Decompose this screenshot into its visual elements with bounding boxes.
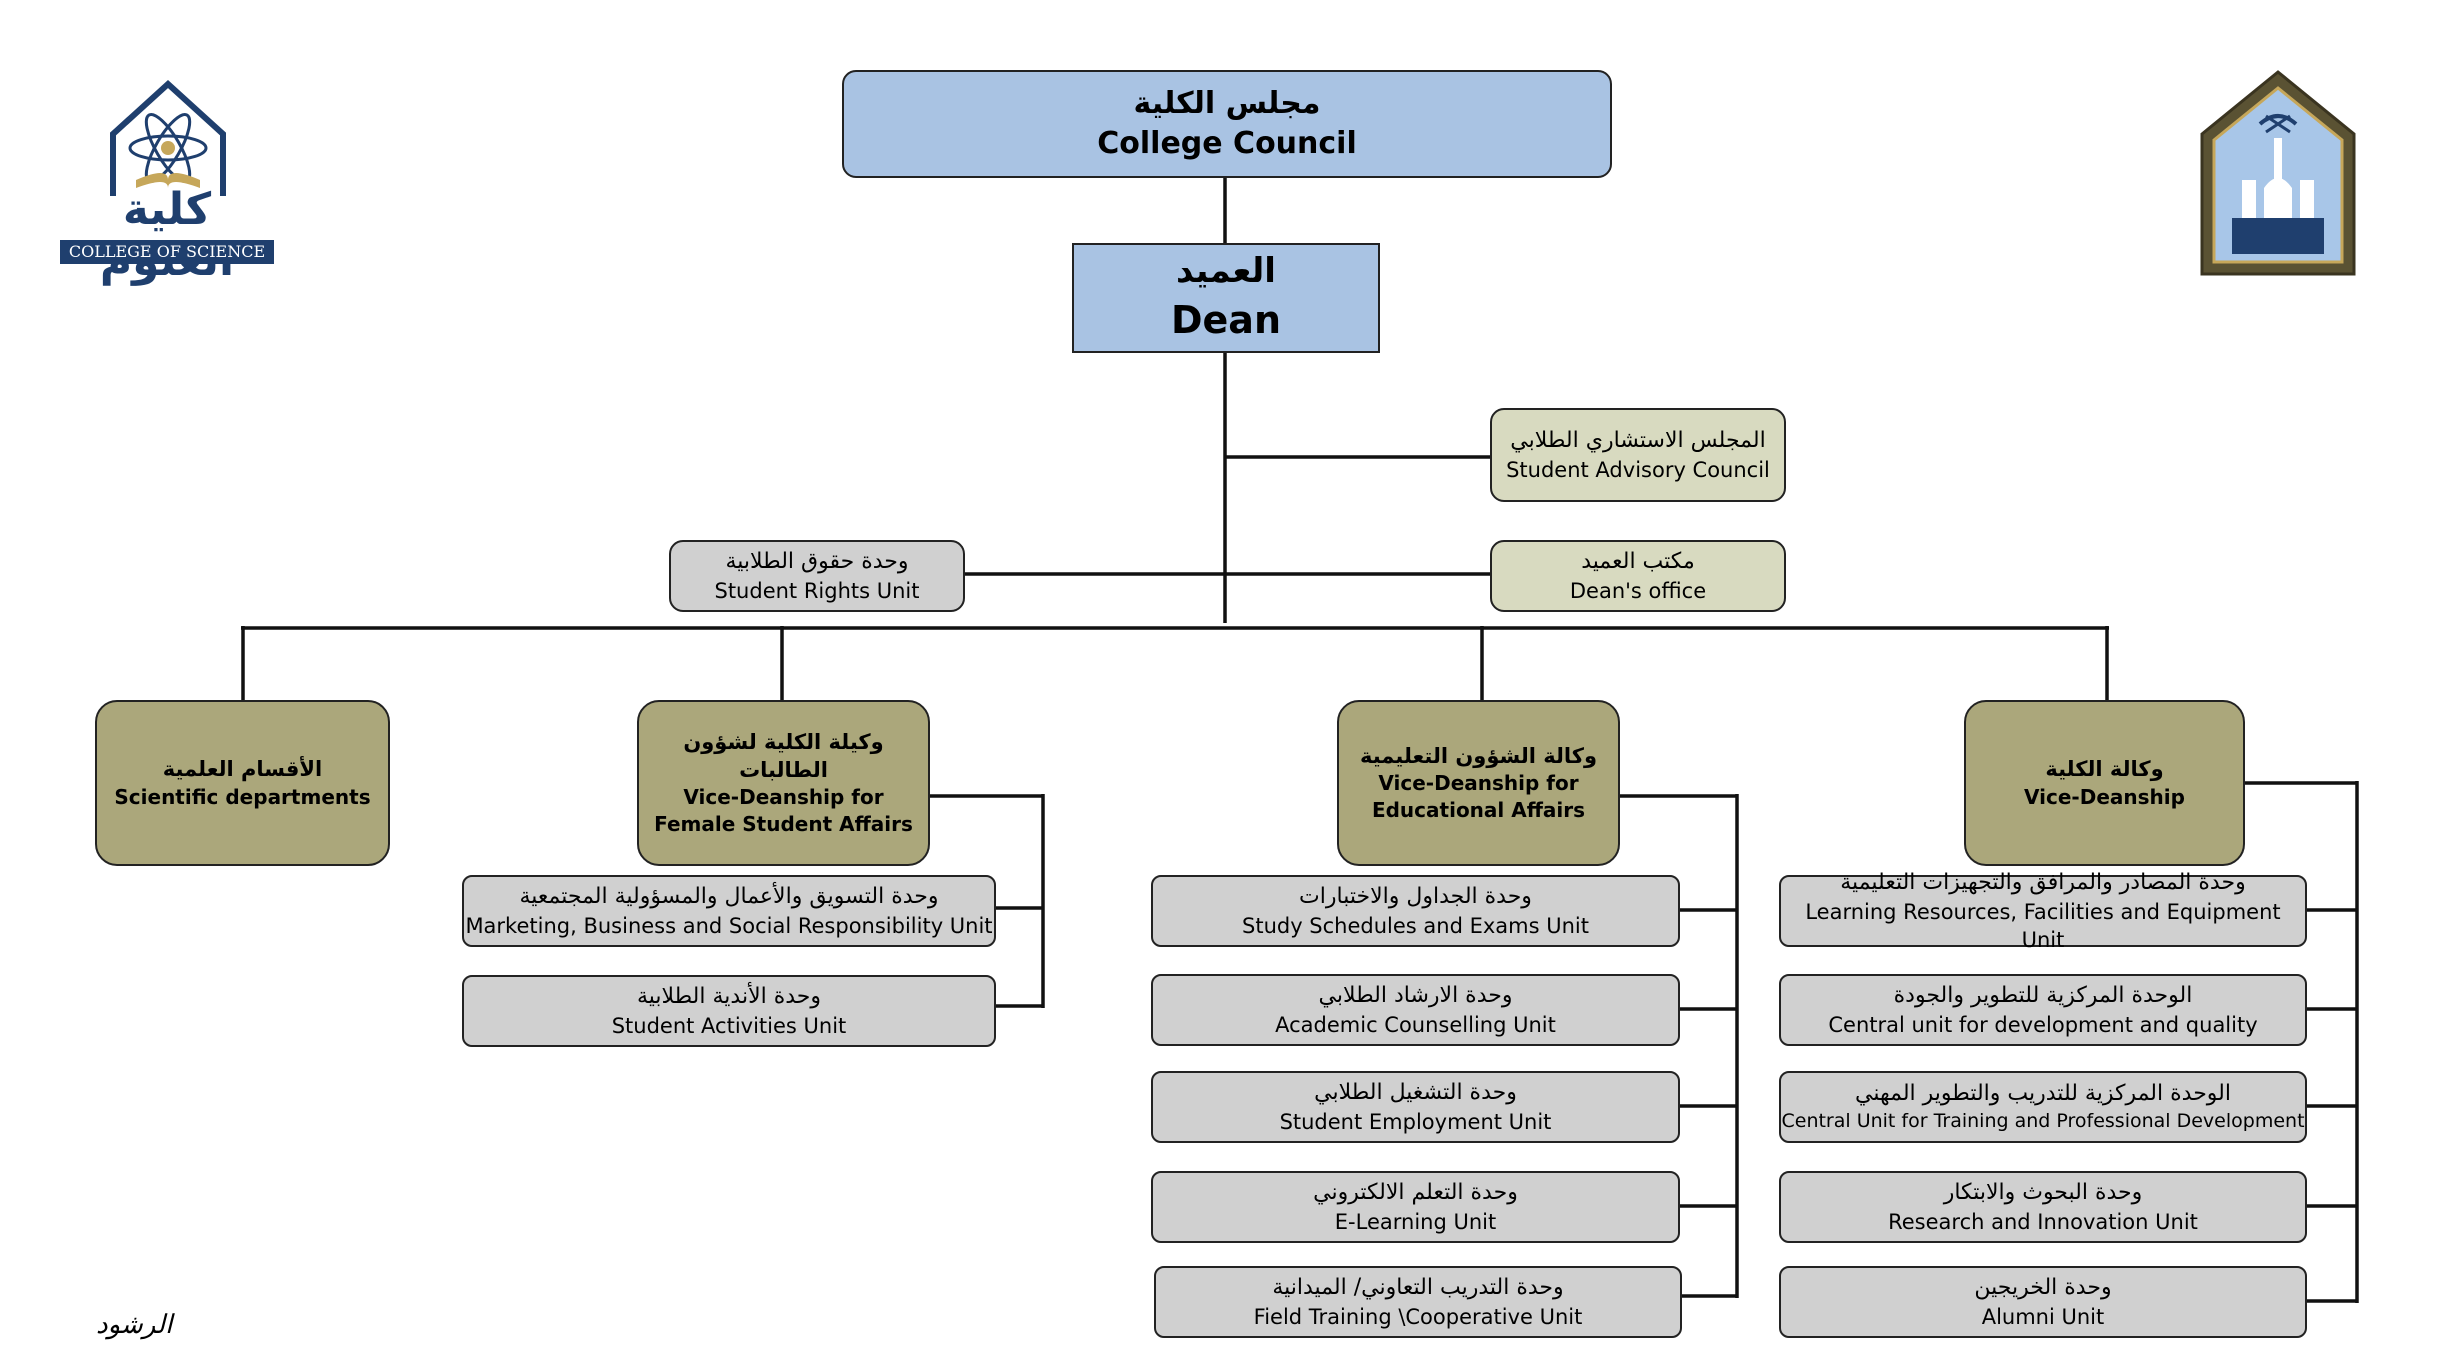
unit-ar: وحدة المصادر والمرافق والتجهيزات التعليم… bbox=[1840, 869, 2246, 895]
unit-box: الوحدة المركزية للتطوير والجودة Central … bbox=[1779, 974, 2307, 1046]
deans-office-en: Dean's office bbox=[1569, 578, 1707, 603]
unit-box: وحدة الأندية الطلابية Student Activities… bbox=[462, 975, 996, 1047]
unit-box: وحدة الارشاد الطلابي Academic Counsellin… bbox=[1151, 974, 1680, 1046]
logo-arabic-name: كلية العلوم bbox=[99, 184, 235, 286]
atom-book-house-icon bbox=[60, 79, 274, 264]
unit-box: وحدة المصادر والمرافق والتجهيزات التعليم… bbox=[1779, 870, 2307, 952]
unit-en: E-Learning Unit bbox=[1334, 1209, 1497, 1234]
college-council-en: College Council bbox=[1097, 126, 1357, 161]
unit-ar: وحدة التعلم الالكتروني bbox=[1313, 1179, 1518, 1205]
female-affairs-en2: Female Student Affairs bbox=[654, 812, 913, 837]
educational-affairs-en2: Educational Affairs bbox=[1371, 798, 1586, 823]
unit-en: Alumni Unit bbox=[1981, 1304, 2105, 1329]
unit-box: وحدة التشغيل الطلابي Student Employment … bbox=[1151, 1071, 1680, 1143]
unit-en: Central unit for development and quality bbox=[1828, 1012, 2258, 1037]
vice-deanship-en: Vice-Deanship bbox=[2024, 784, 2185, 809]
female-student-affairs-box: وكيلة الكلية لشؤون الطالبات Vice-Deanshi… bbox=[637, 700, 930, 866]
unit-en: Learning Resources, Facilities and Equip… bbox=[1805, 899, 2281, 952]
student-advisory-council-box: المجلس الاستشاري الطلابي Student Advisor… bbox=[1490, 408, 1786, 502]
dean-box: العميد Dean bbox=[1072, 243, 1380, 353]
unit-en: Student Employment Unit bbox=[1279, 1109, 1552, 1134]
rights-unit-en: Student Rights Unit bbox=[714, 578, 920, 603]
unit-en: Field Training \Cooperative Unit bbox=[1253, 1304, 1583, 1329]
departments-ar: الأقسام العلمية bbox=[162, 757, 323, 782]
university-emblem-icon bbox=[2200, 70, 2356, 276]
unit-en: Central Unit for Training and Profession… bbox=[1781, 1110, 2305, 1133]
unit-ar: وحدة الأندية الطلابية bbox=[636, 983, 822, 1009]
logo-english-name: COLLEGE OF SCIENCE bbox=[68, 242, 266, 261]
unit-box: وحدة التعلم الالكتروني E-Learning Unit bbox=[1151, 1171, 1680, 1243]
dean-en: Dean bbox=[1170, 298, 1281, 343]
unit-ar: وحدة الجداول والاختبارات bbox=[1299, 883, 1532, 909]
rights-unit-ar: وحدة حقوق الطلابية bbox=[725, 548, 909, 574]
unit-ar: وحدة التسويق والأعمال والمسؤولية المجتمع… bbox=[519, 883, 939, 909]
unit-ar: وحدة الارشاد الطلابي bbox=[1318, 982, 1513, 1008]
unit-box: وحدة الجداول والاختبارات Study Schedules… bbox=[1151, 875, 1680, 947]
departments-en: Scientific departments bbox=[114, 784, 371, 809]
college-council-box: مجلس الكلية College Council bbox=[842, 70, 1612, 178]
vice-deanship-ar: وكالة الكلية bbox=[2045, 757, 2164, 782]
vice-deanship-box: وكالة الكلية Vice-Deanship bbox=[1964, 700, 2245, 866]
educational-affairs-en1: Vice-Deanship for bbox=[1378, 771, 1579, 796]
unit-box: وحدة التدريب التعاوني/ الميدانية Field T… bbox=[1154, 1266, 1682, 1338]
university-emblem bbox=[2196, 68, 2360, 280]
unit-box: وحدة التسويق والأعمال والمسؤولية المجتمع… bbox=[462, 875, 996, 947]
unit-box: وحدة الخريجين Alumni Unit bbox=[1779, 1266, 2307, 1338]
unit-en: Academic Counselling Unit bbox=[1275, 1012, 1556, 1037]
educational-affairs-box: وكالة الشؤون التعليمية Vice-Deanship for… bbox=[1337, 700, 1620, 866]
college-of-science-logo: كلية العلوم COLLEGE OF SCIENCE bbox=[58, 76, 276, 286]
unit-en: Research and Innovation Unit bbox=[1888, 1209, 2198, 1234]
dean-ar: العميد bbox=[1176, 251, 1276, 292]
deans-office-box: مكتب العميد Dean's office bbox=[1490, 540, 1786, 612]
signature: الرشود bbox=[96, 1310, 173, 1340]
unit-ar: الوحدة المركزية للتطوير والجودة bbox=[1893, 982, 2193, 1008]
scientific-departments-box: الأقسام العلمية Scientific departments bbox=[95, 700, 390, 866]
unit-box: الوحدة المركزية للتدريب والتطوير المهني … bbox=[1779, 1071, 2307, 1143]
unit-en: Student Activities Unit bbox=[611, 1013, 847, 1038]
unit-en: Marketing, Business and Social Responsib… bbox=[465, 913, 993, 938]
unit-box: وحدة البحوث والابتكار Research and Innov… bbox=[1779, 1171, 2307, 1243]
unit-ar: وحدة البحوث والابتكار bbox=[1943, 1179, 2143, 1205]
student-rights-unit-box: وحدة حقوق الطلابية Student Rights Unit bbox=[669, 540, 965, 612]
college-council-ar: مجلس الكلية bbox=[1133, 85, 1321, 121]
educational-affairs-ar: وكالة الشؤون التعليمية bbox=[1359, 743, 1598, 768]
unit-ar: الوحدة المركزية للتدريب والتطوير المهني bbox=[1855, 1081, 2231, 1107]
unit-ar: وحدة التدريب التعاوني/ الميدانية bbox=[1272, 1274, 1564, 1300]
unit-en: Study Schedules and Exams Unit bbox=[1242, 913, 1589, 938]
female-affairs-en1: Vice-Deanship for bbox=[683, 785, 884, 810]
advisory-council-ar: المجلس الاستشاري الطلابي bbox=[1510, 427, 1766, 453]
unit-ar: وحدة الخريجين bbox=[1974, 1274, 2112, 1300]
advisory-council-en: Student Advisory Council bbox=[1506, 457, 1770, 482]
deans-office-ar: مكتب العميد bbox=[1581, 548, 1695, 574]
unit-ar: وحدة التشغيل الطلابي bbox=[1314, 1079, 1517, 1105]
female-affairs-ar: وكيلة الكلية لشؤون الطالبات bbox=[683, 729, 884, 782]
